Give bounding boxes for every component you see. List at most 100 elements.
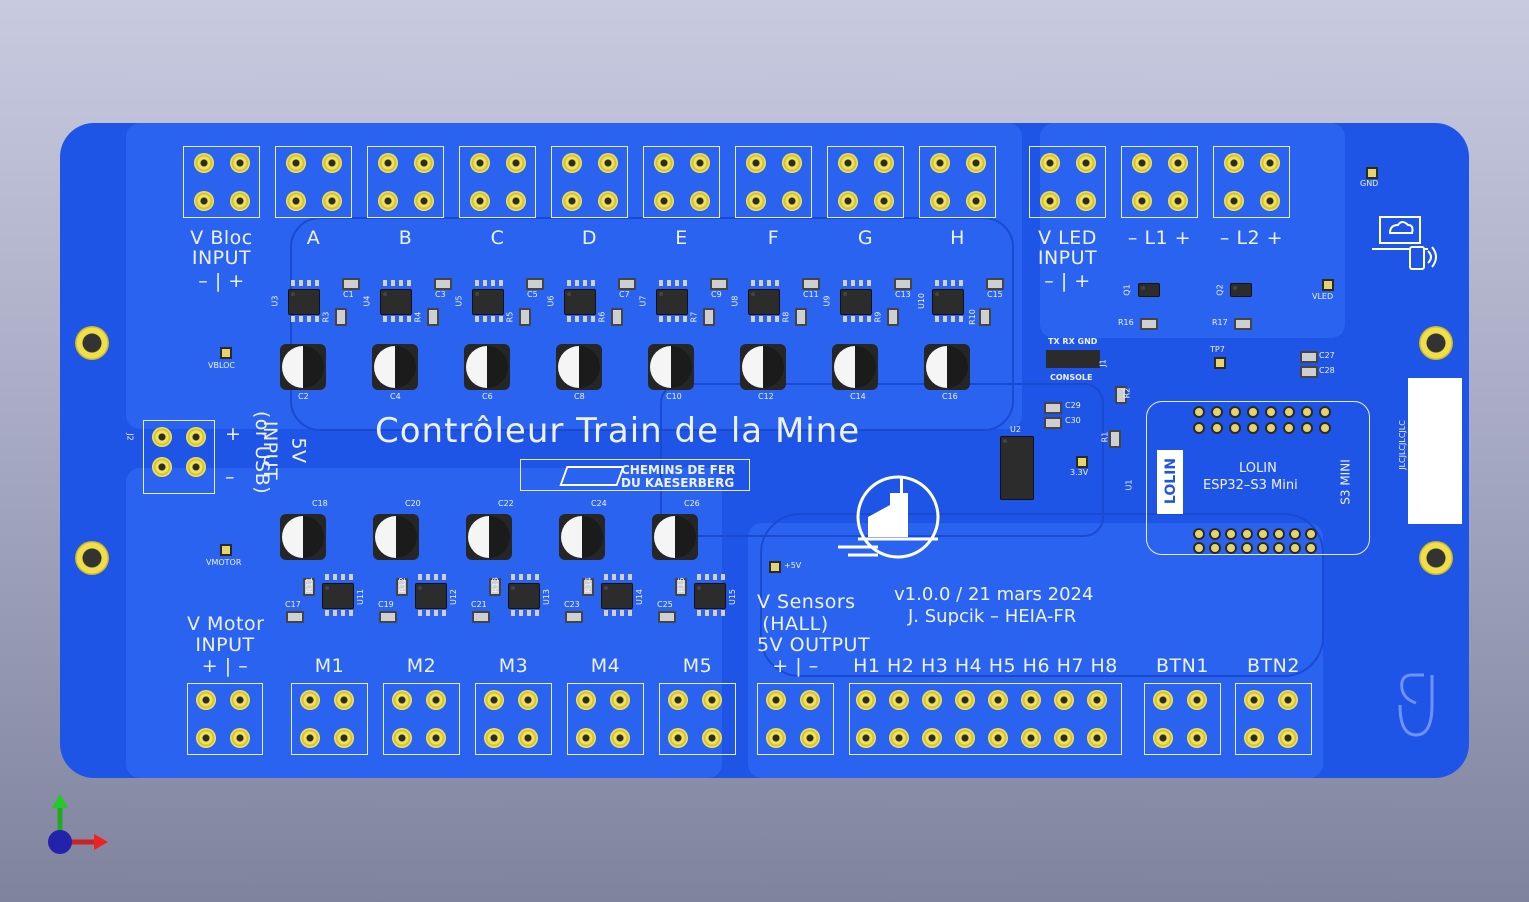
ic-pin <box>383 316 387 322</box>
ic-pin <box>775 316 779 322</box>
ic-pin <box>418 610 422 616</box>
testpoint-gnd <box>1366 167 1378 179</box>
author-text: J. Supcik – HEIA-FR <box>908 606 1077 627</box>
screw-pad <box>426 690 446 710</box>
driver-ic <box>932 289 964 315</box>
module-pin <box>1301 422 1313 434</box>
ic-pin <box>620 574 624 580</box>
testpoint-5v <box>769 561 781 573</box>
driver-ic <box>472 289 504 315</box>
screw-pad <box>766 728 786 748</box>
screw-pad <box>1087 728 1107 748</box>
screw-pad <box>1187 690 1207 710</box>
connector-top-label: V LED <box>1038 227 1097 249</box>
connector-top-7[interactable] <box>827 146 904 218</box>
connector-bottom-4[interactable] <box>567 683 644 755</box>
screw-pad <box>955 690 975 710</box>
connector-top-10[interactable] <box>1121 146 1198 218</box>
connector-bottom-8[interactable] <box>1144 683 1221 755</box>
connector-bottom-3[interactable] <box>475 683 552 755</box>
connector-top-1[interactable] <box>275 146 352 218</box>
ic-pin <box>759 280 763 286</box>
screw-pad <box>610 690 630 710</box>
connector-top-5[interactable] <box>643 146 720 218</box>
ic-pin <box>567 316 571 322</box>
power-usb-label: (or USB) <box>251 410 274 495</box>
connector-top-3[interactable] <box>459 146 536 218</box>
cap-C25 <box>658 611 676 623</box>
module-side-label: S3 MINI <box>1338 459 1353 505</box>
connector-bottom-5[interactable] <box>659 683 736 755</box>
connector-top-9[interactable] <box>1029 146 1106 218</box>
screw-pad <box>654 153 674 173</box>
screw-pad <box>874 153 894 173</box>
connector-top-11[interactable] <box>1213 146 1290 218</box>
ref-C6: C6 <box>482 392 493 401</box>
ic-pin <box>341 610 345 616</box>
screw-pad <box>782 153 802 173</box>
ref-C15: C15 <box>987 290 1003 299</box>
mounting-hole <box>75 541 109 575</box>
console-label: CONSOLE <box>1050 373 1093 382</box>
screw-pad <box>889 690 909 710</box>
electrolytic-cap <box>280 514 326 560</box>
connector-bottom-label: BTN1 <box>1156 655 1209 677</box>
ic-pin <box>667 280 671 286</box>
ref-C9: C9 <box>711 290 722 299</box>
screw-pad <box>610 728 630 748</box>
ic-pin <box>943 280 947 286</box>
ic-pin <box>535 610 539 616</box>
screw-pad <box>1260 191 1280 211</box>
ref-q2: Q2 <box>1215 284 1225 296</box>
cap-C11 <box>802 278 820 290</box>
ic-pin <box>851 280 855 286</box>
ref-C1: C1 <box>343 290 354 299</box>
connector-bottom-9[interactable] <box>1235 683 1312 755</box>
screw-pad <box>1224 191 1244 211</box>
resistor-R9 <box>887 308 899 326</box>
connector-top-4[interactable] <box>551 146 628 218</box>
ref-U13: U13 <box>542 588 552 606</box>
ic-pin <box>683 280 687 286</box>
connector-bottom-0[interactable] <box>187 683 263 755</box>
jlc-text: JLCJLCJLCJLC <box>1397 420 1407 470</box>
ic-pin <box>315 280 319 286</box>
driver-ic <box>694 583 726 609</box>
ic-pin <box>483 280 487 286</box>
ic-pin <box>675 280 679 286</box>
ref-U12: U12 <box>449 588 459 606</box>
screw-pad <box>1132 191 1152 211</box>
ic-pin <box>713 610 717 616</box>
connector-top-8[interactable] <box>919 146 996 218</box>
screw-pad <box>1153 690 1173 710</box>
ref-R13: R13 <box>490 577 500 593</box>
screw-pad <box>922 728 942 748</box>
connector-top-0[interactable] <box>183 146 260 218</box>
resistor-R6 <box>611 308 623 326</box>
resistor-R3 <box>335 308 347 326</box>
ref-r2: R2 <box>1122 387 1132 399</box>
screw-pad <box>426 728 446 748</box>
connector-bottom-1[interactable] <box>291 683 368 755</box>
ic-pin <box>767 280 771 286</box>
cap-C5 <box>526 278 544 290</box>
screw-pad <box>1244 728 1264 748</box>
cfk-logo-text: CHEMINS DE FER DU KAESERBERG <box>621 463 736 491</box>
ic-pin <box>442 610 446 616</box>
tp-vbloc-label: VBLOC <box>208 361 236 370</box>
screw-pad <box>838 153 858 173</box>
tp7-label: TP7 <box>1210 345 1225 354</box>
connector-bottom-2[interactable] <box>383 683 460 755</box>
ic-pin <box>859 280 863 286</box>
screw-pad <box>1076 153 1096 173</box>
ic-pin <box>325 574 329 580</box>
connector-top-2[interactable] <box>367 146 444 218</box>
connector-top-6[interactable] <box>735 146 812 218</box>
cap-c30 <box>1044 417 1062 429</box>
console-header[interactable] <box>1046 350 1100 368</box>
screw-pad <box>746 191 766 211</box>
connector-bottom-6[interactable] <box>757 683 834 755</box>
electrolytic-cap <box>464 344 510 390</box>
connector-bottom-7[interactable] <box>849 683 1122 755</box>
power-input-connector[interactable] <box>143 420 215 494</box>
